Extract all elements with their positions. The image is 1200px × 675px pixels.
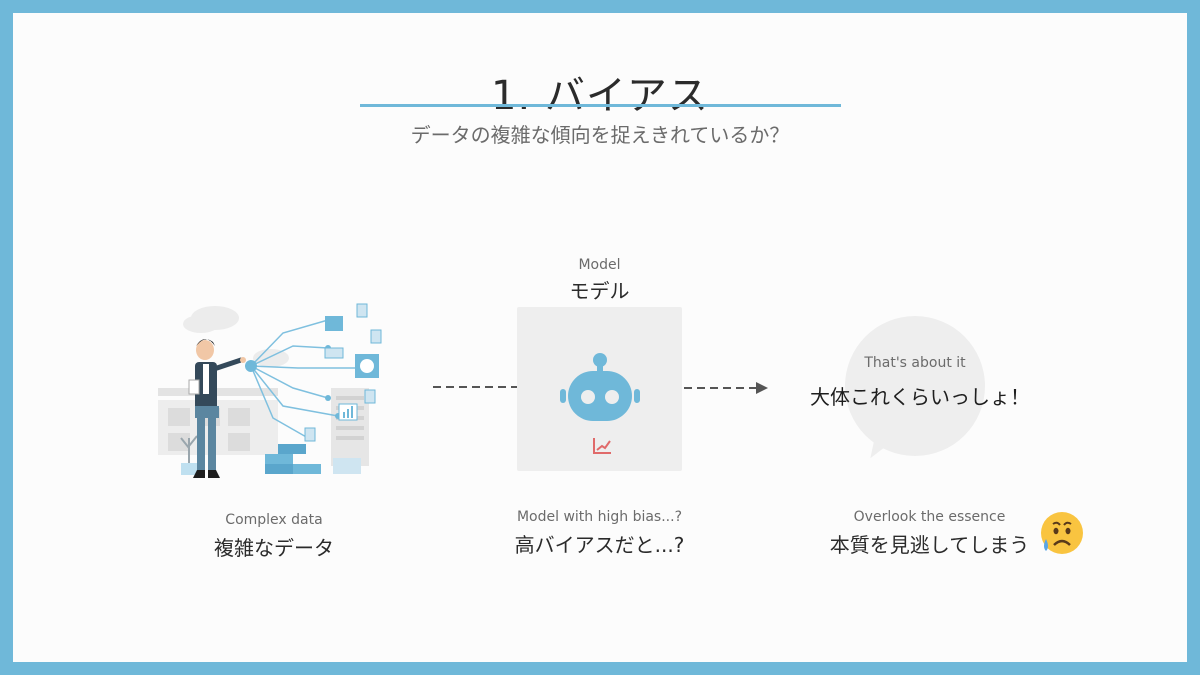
speech-bubble — [845, 316, 985, 456]
sad-sweat-face-icon — [1041, 512, 1083, 554]
line-chart-icon — [593, 438, 611, 454]
complex-data-caption-jp: 複雑なデータ — [214, 536, 334, 560]
result-caption-en: Overlook the essence — [853, 509, 1006, 525]
slide-title: 1. バイアス — [491, 73, 709, 119]
model-label-en: Model — [578, 257, 621, 273]
robot-icon — [560, 353, 640, 421]
title-underline — [360, 104, 841, 107]
complex-data-caption-en: Complex data — [225, 512, 323, 528]
bubble-text-en: That's about it — [864, 355, 966, 371]
model-caption-en: Model with high bias...? — [516, 509, 683, 525]
speech-bubble-tail — [870, 430, 900, 464]
model-caption-jp: 高バイアスだと...? — [514, 533, 685, 557]
complex-data-illustration — [158, 303, 382, 478]
dashed-arrow-icon — [684, 382, 768, 394]
result-caption-jp: 本質を見逃してしまう — [829, 533, 1030, 557]
dashed-connector — [433, 386, 517, 388]
slide: 1. バイアス データの複雑な傾向を捉えきれているか？ — [13, 13, 1187, 662]
model-label-jp: モデル — [569, 279, 630, 303]
bubble-text-jp: 大体これくらいっしょ！ — [810, 385, 1030, 409]
slide-subtitle: データの複雑な傾向を捉えきれているか？ — [410, 123, 790, 147]
